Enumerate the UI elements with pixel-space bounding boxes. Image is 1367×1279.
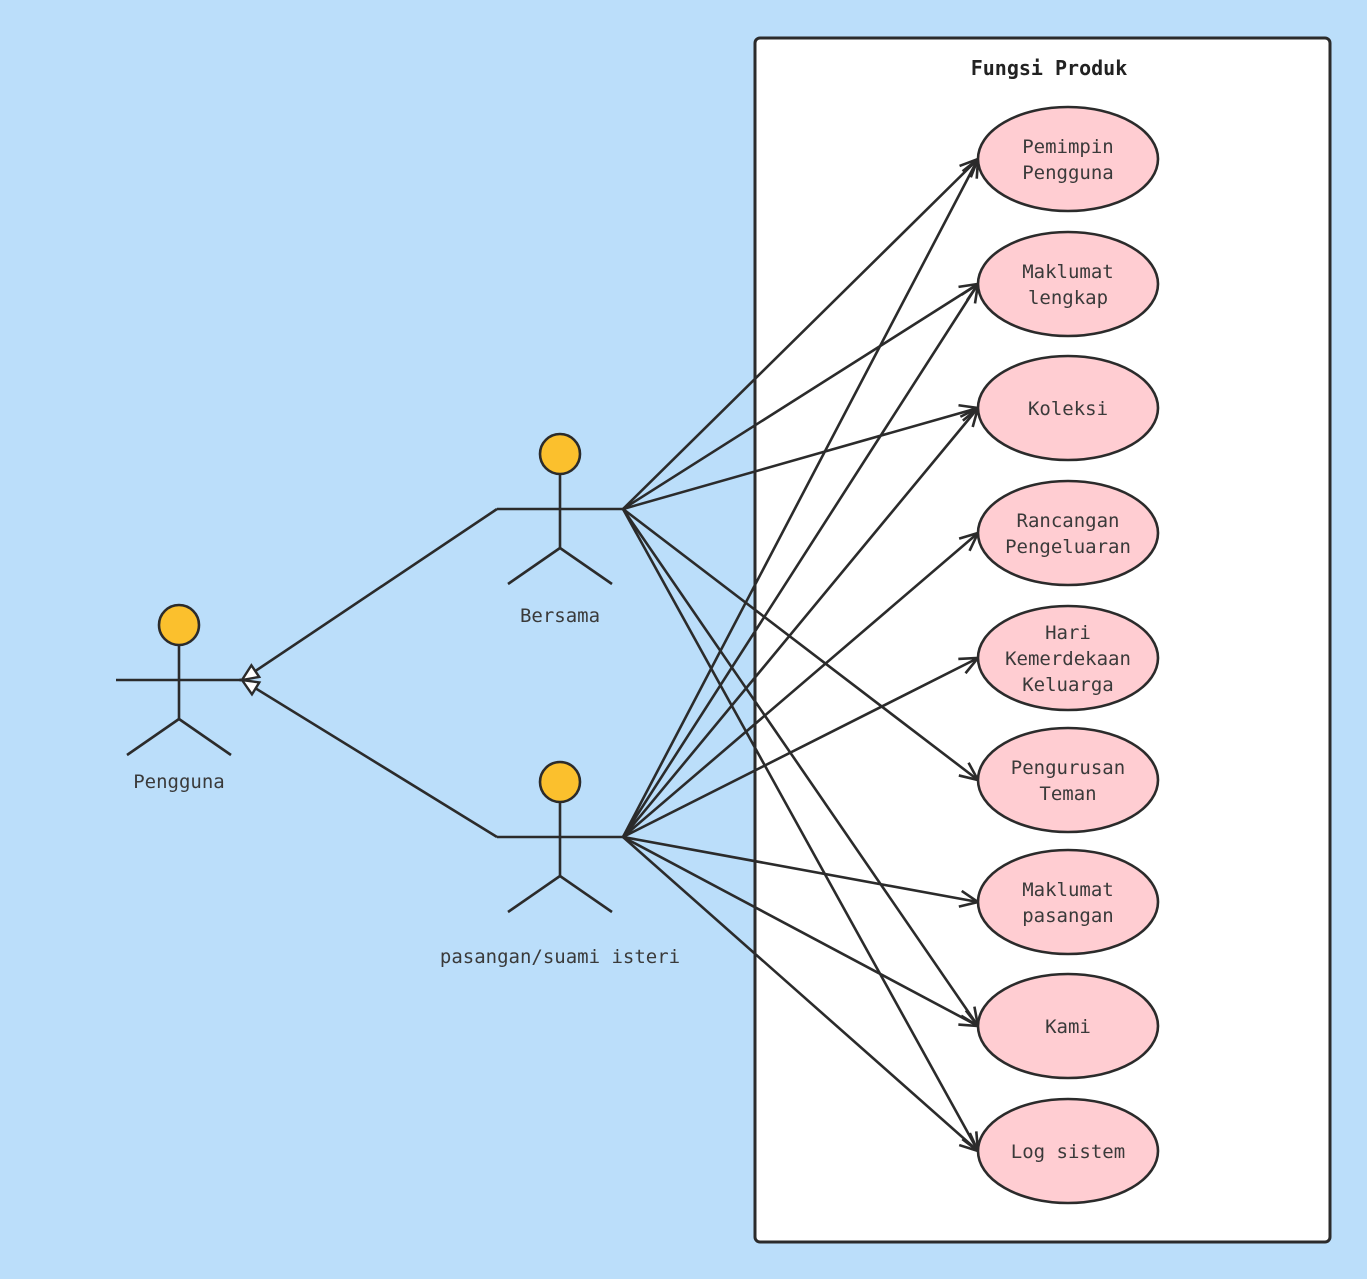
use-case-ellipse bbox=[976, 354, 1160, 462]
association-pasangan-uc9 bbox=[622, 836, 978, 1151]
use-case-uc3[interactable]: Koleksi bbox=[976, 354, 1160, 462]
association-pasangan-uc5 bbox=[622, 658, 978, 839]
use-case-label: Pengurusan bbox=[1011, 757, 1125, 779]
actor-label: Pengguna bbox=[133, 771, 225, 793]
connector-layer bbox=[239, 159, 978, 1151]
use-case-uc8[interactable]: Kami bbox=[976, 972, 1160, 1080]
use-case-label: Rancangan bbox=[1017, 510, 1120, 532]
actor-leg-left bbox=[507, 546, 561, 586]
association-bersama-uc1 bbox=[622, 159, 978, 510]
use-case-ellipse bbox=[976, 972, 1160, 1080]
use-case-uc7[interactable]: Maklumat pasangan bbox=[976, 848, 1160, 956]
use-case-label: Pengguna bbox=[1022, 162, 1114, 184]
actor-head-icon bbox=[157, 603, 201, 647]
use-case-label: Hari bbox=[1045, 622, 1091, 644]
use-case-ellipse bbox=[976, 1097, 1160, 1205]
use-case-ellipse bbox=[976, 230, 1160, 338]
association-pasangan-uc1 bbox=[621, 159, 978, 838]
use-case-label: Keluarga bbox=[1022, 674, 1114, 696]
actor-leg-right bbox=[559, 546, 613, 586]
use-case-label: Maklumat bbox=[1022, 879, 1114, 901]
association-bersama-uc6 bbox=[622, 507, 978, 780]
actor-label: Bersama bbox=[520, 605, 600, 627]
association-bersama-uc8 bbox=[621, 508, 978, 1026]
use-case-ellipse bbox=[976, 726, 1160, 834]
use-case-ellipse bbox=[976, 604, 1160, 712]
association-pasangan-uc7 bbox=[622, 835, 978, 902]
actor-label: pasangan/suami isteri bbox=[440, 946, 680, 968]
use-case-label: Koleksi bbox=[1028, 398, 1108, 420]
actor-layer: Pengguna Bersama pasangan/suami isteri bbox=[116, 432, 680, 968]
actor-leg-right bbox=[559, 874, 613, 914]
association-bersama-uc2 bbox=[622, 284, 978, 511]
actor-bersama[interactable]: Bersama bbox=[497, 432, 623, 627]
association-pasangan-uc8 bbox=[622, 835, 978, 1026]
use-case-uc9[interactable]: Log sistem bbox=[976, 1097, 1160, 1205]
association-pasangan-uc3 bbox=[621, 408, 978, 838]
use-case-label: lengkap bbox=[1028, 287, 1108, 309]
actor-head-icon bbox=[538, 432, 582, 476]
use-case-label: Kemerdekaan bbox=[1005, 648, 1131, 670]
boundary-title: Fungsi Produk bbox=[971, 56, 1128, 80]
use-case-label: Teman bbox=[1039, 783, 1096, 805]
generalization-pasangan-pengguna bbox=[239, 678, 498, 839]
use-case-ellipse bbox=[976, 479, 1160, 587]
association-pasangan-uc2 bbox=[621, 284, 978, 838]
actor-pasangan[interactable]: pasangan/suami isteri bbox=[440, 760, 680, 968]
actor-head-icon bbox=[538, 760, 582, 804]
use-case-label: Kami bbox=[1045, 1016, 1091, 1038]
use-case-ellipse bbox=[976, 105, 1160, 213]
use-case-label: Pengeluaran bbox=[1005, 536, 1131, 558]
use-case-uc2[interactable]: Maklumat lengkap bbox=[976, 230, 1160, 338]
use-case-label: Log sistem bbox=[1011, 1141, 1125, 1163]
association-bersama-uc9 bbox=[621, 508, 978, 1151]
use-case-label: Maklumat bbox=[1022, 261, 1114, 283]
actor-pengguna[interactable]: Pengguna bbox=[116, 603, 242, 793]
use-case-label: Pemimpin bbox=[1022, 136, 1114, 158]
generalization-bersama-pengguna bbox=[239, 507, 498, 682]
association-bersama-uc3 bbox=[622, 408, 978, 511]
actor-leg-left bbox=[507, 874, 561, 914]
association-pasangan-uc4 bbox=[622, 533, 978, 838]
use-case-label: pasangan bbox=[1022, 905, 1114, 927]
actor-leg-left bbox=[126, 717, 180, 757]
use-case-ellipse bbox=[976, 848, 1160, 956]
actor-leg-right bbox=[178, 717, 232, 757]
